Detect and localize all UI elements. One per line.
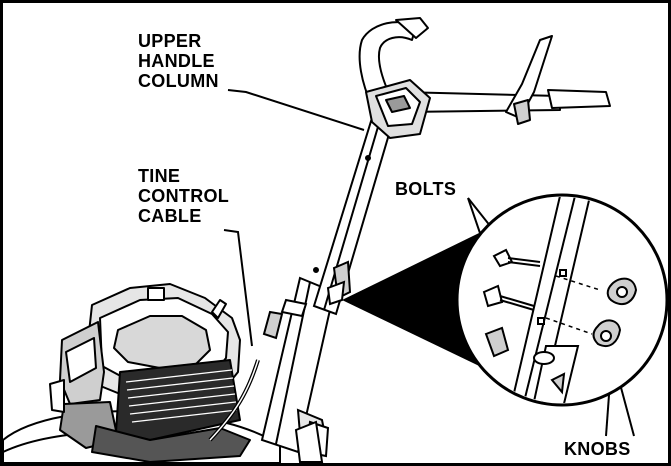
label-line: CABLE xyxy=(138,206,202,226)
upper-handle-column-label: UPPER HANDLE COLUMN xyxy=(138,31,219,91)
label-line: TINE xyxy=(138,166,181,186)
side-bracket xyxy=(294,420,324,463)
bolt-lower xyxy=(482,284,535,311)
engine xyxy=(49,283,251,463)
bolt-upper xyxy=(492,248,541,268)
knob-upper xyxy=(606,277,638,306)
knobs-label: KNOBS xyxy=(564,439,631,459)
handlebar xyxy=(358,17,611,139)
label-line: COLUMN xyxy=(138,71,219,91)
tine-control-cable-label: TINE CONTROL CABLE xyxy=(138,166,229,226)
bolts-label: BOLTS xyxy=(395,179,457,199)
label-line: CONTROL xyxy=(138,186,230,206)
upper-handle-column xyxy=(312,116,394,316)
label-line: HANDLE xyxy=(138,51,215,71)
label-line: UPPER xyxy=(138,31,202,51)
knob-lower xyxy=(592,319,622,348)
magnified-detail xyxy=(455,193,669,407)
